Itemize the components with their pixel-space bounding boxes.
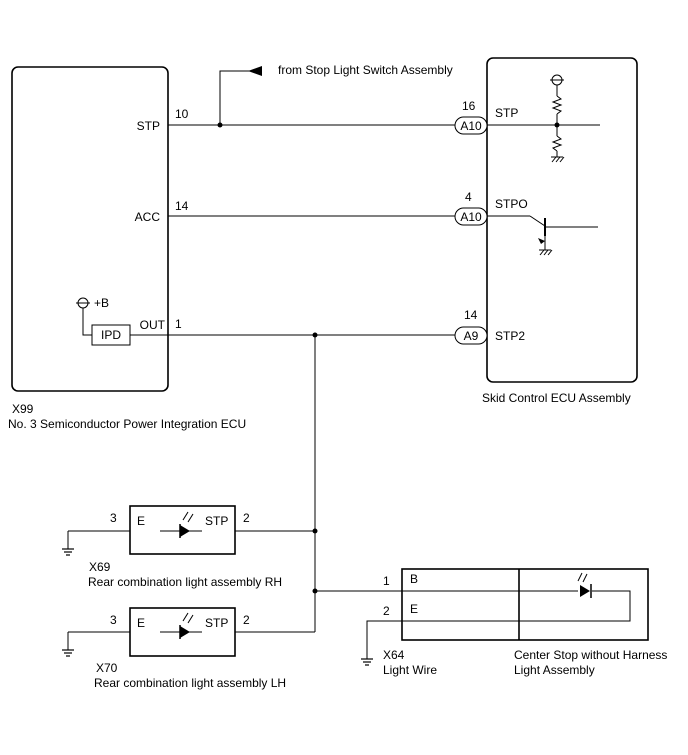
light-rh-stp-pin: 2 [243, 511, 250, 525]
light-lh-led-icon [180, 626, 190, 638]
skid-ecu-name: Skid Control ECU Assembly [482, 391, 631, 405]
light-lh-stp-pin: 2 [243, 613, 250, 627]
light-wire-b-label: B [410, 572, 418, 586]
connector-a10-stp-label: A10 [460, 119, 482, 133]
from-switch-arrow-icon [248, 66, 262, 76]
x99-acc-label: ACC [135, 210, 161, 224]
x99-stp-label: STP [137, 119, 160, 133]
from-switch-label: from Stop Light Switch Assembly [278, 63, 453, 77]
x99-name: No. 3 Semiconductor Power Integration EC… [8, 417, 246, 431]
skid-stp2-label: STP2 [495, 329, 525, 343]
center-stop-name-line2: Light Assembly [514, 663, 595, 677]
light-wire-e-label: E [410, 602, 418, 616]
light-lh-ground-icon [61, 642, 75, 657]
light-lh-stp-label: STP [205, 616, 228, 630]
ipd-label: IPD [101, 328, 121, 342]
light-wire-box [401, 568, 649, 641]
light-wire-and-center-stop: B E 1 2 X64 Light Wire Center Stop witho… [315, 568, 667, 677]
light-wire-code: X64 [383, 648, 405, 662]
light-rh-e-label: E [137, 514, 145, 528]
light-rh: E STP 3 2 X69 Rear combination light ass… [61, 505, 315, 589]
light-lh-e-pin: 3 [110, 613, 117, 627]
x99-stp-pin: 10 [175, 107, 189, 121]
light-lh-e-label: E [137, 616, 145, 630]
connector-a9-stp2 [454, 326, 488, 345]
x99-out-pin: 1 [175, 317, 182, 331]
light-wire-name: Light Wire [383, 663, 437, 677]
light-rh-e-pin: 3 [110, 511, 117, 525]
light-rh-ground-icon [61, 541, 75, 556]
plus-b-label: +B [94, 296, 109, 310]
center-stop-led-icon [580, 585, 590, 597]
light-wire-ground-icon [360, 651, 374, 666]
light-rh-code: X69 [89, 560, 111, 574]
light-lh-code: X70 [96, 661, 118, 675]
light-wire-e-pin: 2 [383, 604, 390, 618]
skid-control-ecu: STP STPO STP2 Skid Control ECU Assembly [482, 57, 638, 405]
skid-stpo-label: STPO [495, 197, 528, 211]
light-lh-name: Rear combination light assembly LH [94, 676, 286, 690]
x99-code: X99 [12, 402, 34, 416]
connector-a10-stpo-label: A10 [460, 210, 482, 224]
light-rh-led-icon [180, 525, 190, 537]
x99-acc-pin: 14 [175, 199, 189, 213]
skid-ecu-box [486, 57, 638, 383]
ecu-x99: STP ACC OUT +B IPD X99 No. 3 Semiconduct… [8, 66, 246, 431]
light-rh-stp-label: STP [205, 514, 228, 528]
x99-out-label: OUT [140, 318, 166, 332]
skid-stp-pin: 16 [462, 99, 476, 113]
light-wire-b-pin: 1 [383, 574, 390, 588]
connector-a9-stp2-label: A9 [464, 329, 479, 343]
skid-stp2-pin: 14 [464, 308, 478, 322]
wire-out: 1 14 A9 [168, 308, 488, 632]
wire-stp: from Stop Light Switch Assembly 10 16 A1… [168, 63, 488, 135]
wire-acc: 14 4 A10 [168, 190, 488, 226]
skid-stpo-pin: 4 [465, 190, 472, 204]
light-rh-name: Rear combination light assembly RH [88, 575, 282, 589]
light-lh: E STP 3 2 X70 Rear combination light ass… [61, 607, 315, 690]
connector-a10-stp [454, 116, 488, 135]
ecu-x99-box [11, 66, 169, 392]
connector-a10-stpo [454, 207, 488, 226]
skid-stp-label: STP [495, 106, 518, 120]
center-stop-name-line1: Center Stop without Harness [514, 648, 667, 662]
